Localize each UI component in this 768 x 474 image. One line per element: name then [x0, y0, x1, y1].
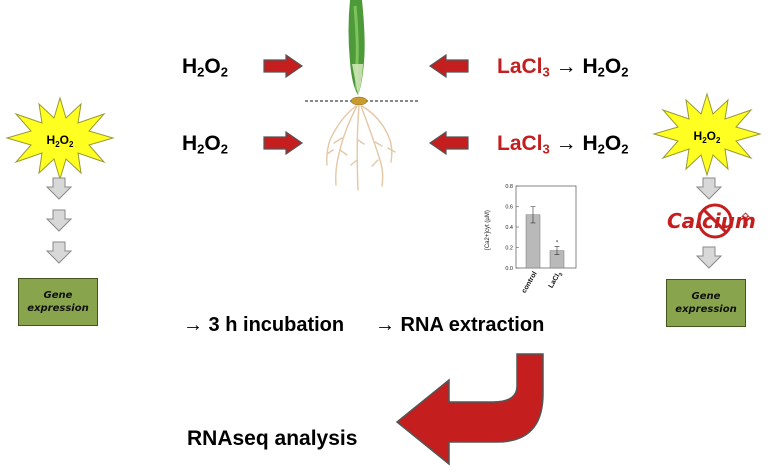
step-rna-extraction: → RNA extraction [375, 314, 545, 336]
calcium-label: Calcium [667, 209, 756, 233]
x-label-control: control [521, 270, 539, 294]
down-arrow-icon [46, 209, 72, 232]
down-arrow-icon [46, 177, 72, 200]
big-red-uturn-arrow [395, 353, 544, 466]
y-tick-label: 0.6 [505, 205, 513, 211]
y-tick-label: 0.8 [505, 184, 513, 190]
lacl3-h2o2-label-bottom: LaCl3 → H2O2 [497, 132, 629, 157]
plot-frame [515, 185, 577, 269]
error-bar [530, 206, 536, 224]
shoot-base [352, 64, 363, 95]
step-incubation: → 3 h incubation [183, 314, 345, 336]
y-axis-label: [Ca2+]cyt (µM) [485, 210, 491, 250]
red-arrow-left-top [428, 54, 469, 78]
left-down-arrows [46, 177, 72, 264]
rnaseq-analysis-label: RNAseq analysis [187, 427, 358, 450]
x-label-lacl3: LaCl3 [548, 270, 565, 290]
roots [326, 105, 396, 191]
red-arrow-right-bottom [263, 131, 304, 155]
right-down-arrow-2 [696, 246, 722, 269]
svg-text:H2O2: H2O2 [694, 129, 721, 145]
red-arrow-left-bottom [428, 131, 469, 155]
y-tick-label: 0.0 [505, 266, 513, 272]
significance-marker: * [556, 240, 559, 246]
down-arrow-icon [696, 246, 722, 269]
y-tick-label: 0.4 [505, 225, 513, 231]
lacl3-h2o2-label-top: LaCl3 → H2O2 [497, 55, 629, 80]
burst-shape [652, 92, 762, 177]
red-arrow-right-top [263, 54, 304, 78]
seed [350, 96, 368, 106]
calcium-bar-chart: 0.0 0.2 0.4 0.6 0.8 * [Ca2+]cyt (µM) control… [485, 184, 577, 295]
down-arrow-icon [696, 177, 722, 200]
down-arrow-icon [46, 241, 72, 264]
up-arrow-icon: ⇧ [738, 210, 754, 230]
y-tick-label: 0.2 [505, 246, 513, 252]
left-h2o2-burst: H2O2 [5, 96, 115, 181]
right-h2o2-burst: H2O2 [652, 92, 762, 177]
h2o2-label-top-left: H2O2 [182, 55, 229, 80]
error-bar [554, 246, 560, 255]
seedling-illustration [305, 0, 420, 191]
svg-text:H2O2: H2O2 [47, 133, 74, 149]
h2o2-label-bottom-left: H2O2 [182, 132, 229, 157]
no-sign-icon [697, 203, 733, 239]
right-down-arrow-1 [696, 177, 722, 200]
